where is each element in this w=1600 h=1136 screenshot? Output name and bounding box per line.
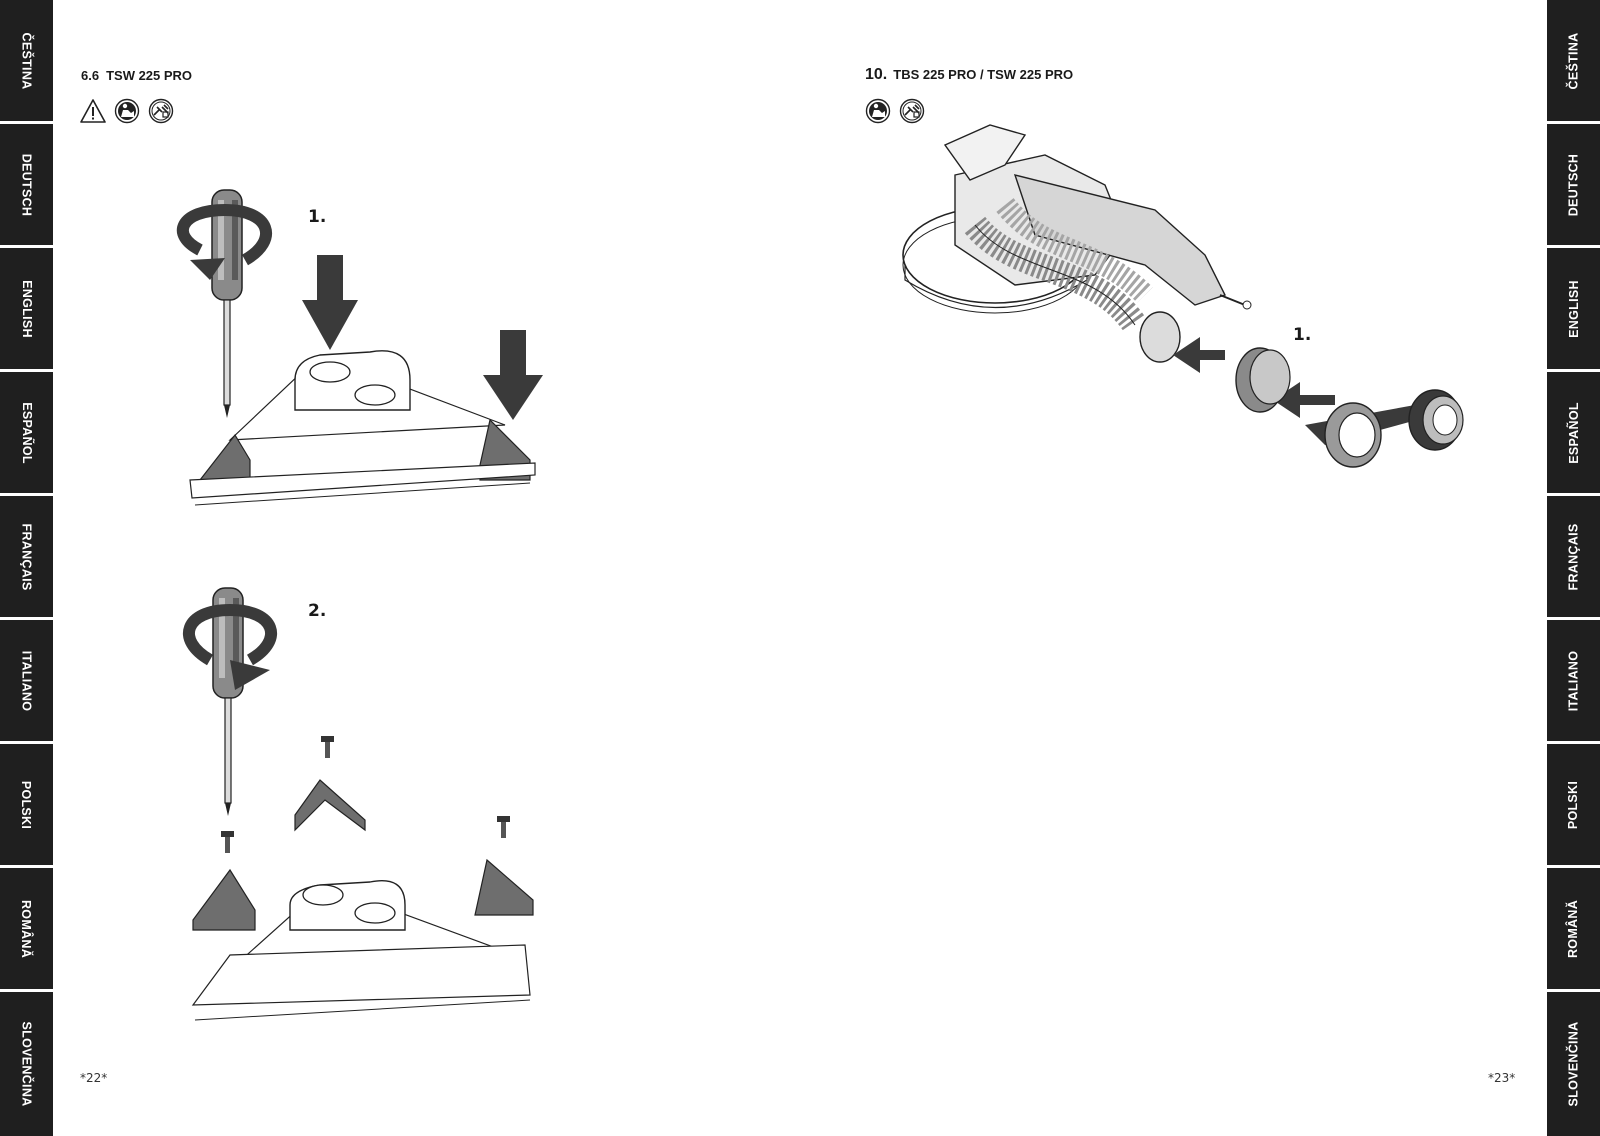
lang-tab-cestina[interactable]: ČEŠTINA bbox=[0, 0, 53, 121]
lang-tab-polski[interactable]: POLSKI bbox=[1547, 744, 1600, 865]
lang-tab-label: ITALIANO bbox=[1566, 650, 1581, 711]
read-manual-icon bbox=[114, 98, 140, 124]
lang-tab-label: ENGLISH bbox=[1566, 279, 1581, 338]
lang-tab-label: DEUTSCH bbox=[19, 153, 34, 216]
lang-tab-slovencina[interactable]: SLOVENČINA bbox=[0, 992, 53, 1136]
lang-tab-deutsch[interactable]: DEUTSCH bbox=[0, 124, 53, 245]
language-sidebar-left: ČEŠTINA DEUTSCH ENGLISH ESPAÑOL FRANÇAIS… bbox=[0, 0, 53, 1136]
safety-icons-right bbox=[865, 98, 925, 124]
lang-tab-label: ROMÂNĂ bbox=[19, 899, 34, 958]
lang-tab-label: ITALIANO bbox=[19, 650, 34, 711]
section-heading-left: 6.6 TSW 225 PRO bbox=[81, 68, 192, 83]
down-arrow bbox=[483, 330, 543, 420]
lang-tab-romana[interactable]: ROMÂNĂ bbox=[0, 868, 53, 989]
read-manual-icon bbox=[865, 98, 891, 124]
illustration-step-1 bbox=[176, 189, 543, 506]
lang-tab-label: FRANÇAIS bbox=[19, 523, 34, 590]
lang-tab-label: DEUTSCH bbox=[1566, 153, 1581, 216]
lang-tab-english[interactable]: ENGLISH bbox=[1547, 248, 1600, 369]
lang-tab-label: ESPAÑOL bbox=[1566, 401, 1581, 464]
lang-tab-italiano[interactable]: ITALIANO bbox=[1547, 620, 1600, 741]
screwdriver bbox=[212, 587, 244, 816]
section-number: 10. bbox=[865, 66, 888, 83]
lang-tab-romana[interactable]: ROMÂNĂ bbox=[1547, 868, 1600, 989]
lang-tab-label: ROMÂNĂ bbox=[1566, 899, 1581, 958]
lang-tab-label: ČEŠTINA bbox=[19, 32, 34, 89]
page-number-right: *23* bbox=[1488, 1071, 1516, 1085]
lang-tab-label: ESPAÑOL bbox=[19, 401, 34, 464]
lang-tab-label: FRANÇAIS bbox=[1566, 523, 1581, 590]
step-label-1: 1. bbox=[1293, 325, 1312, 345]
lang-tab-english[interactable]: ENGLISH bbox=[0, 248, 53, 369]
lang-tab-label: SLOVENČINA bbox=[19, 1021, 34, 1107]
lang-tab-label: SLOVENČINA bbox=[1566, 1021, 1581, 1107]
step-label-2: 2. bbox=[308, 601, 327, 621]
lang-tab-label: ENGLISH bbox=[19, 279, 34, 338]
section-number: 6.6 bbox=[81, 68, 100, 83]
lang-tab-espanol[interactable]: ESPAÑOL bbox=[1547, 372, 1600, 493]
language-sidebar-right: ČEŠTINA DEUTSCH ENGLISH ESPAÑOL FRANÇAIS… bbox=[1547, 0, 1600, 1136]
illustration-sander-hose bbox=[902, 124, 1464, 468]
page-number-left: *22* bbox=[80, 1071, 108, 1085]
warning-triangle-icon bbox=[80, 99, 106, 123]
lang-tab-francais[interactable]: FRANÇAIS bbox=[0, 496, 53, 617]
section-title: TSW 225 PRO bbox=[106, 68, 193, 83]
lang-tab-francais[interactable]: FRANÇAIS bbox=[1547, 496, 1600, 617]
lang-tab-slovencina[interactable]: SLOVENČINA bbox=[1547, 992, 1600, 1136]
lang-tab-polski[interactable]: POLSKI bbox=[0, 744, 53, 865]
section-title: TBS 225 PRO / TSW 225 PRO bbox=[893, 67, 1074, 82]
unplug-icon bbox=[899, 98, 925, 124]
lang-tab-label: POLSKI bbox=[1566, 780, 1581, 829]
lang-tab-label: ČEŠTINA bbox=[1566, 32, 1581, 89]
lang-tab-espanol[interactable]: ESPAÑOL bbox=[0, 372, 53, 493]
screwdriver bbox=[211, 189, 243, 418]
section-heading-right: 10. TBS 225 PRO / TSW 225 PRO bbox=[865, 66, 1073, 84]
unplug-icon bbox=[148, 98, 174, 124]
illustration-step-2 bbox=[183, 587, 534, 1021]
lang-tab-cestina[interactable]: ČEŠTINA bbox=[1547, 0, 1600, 121]
lang-tab-deutsch[interactable]: DEUTSCH bbox=[1547, 124, 1600, 245]
lang-tab-label: POLSKI bbox=[19, 780, 34, 829]
safety-icons-left bbox=[80, 98, 174, 124]
down-arrow bbox=[302, 255, 358, 350]
step-label-1: 1. bbox=[308, 207, 327, 227]
lang-tab-italiano[interactable]: ITALIANO bbox=[0, 620, 53, 741]
